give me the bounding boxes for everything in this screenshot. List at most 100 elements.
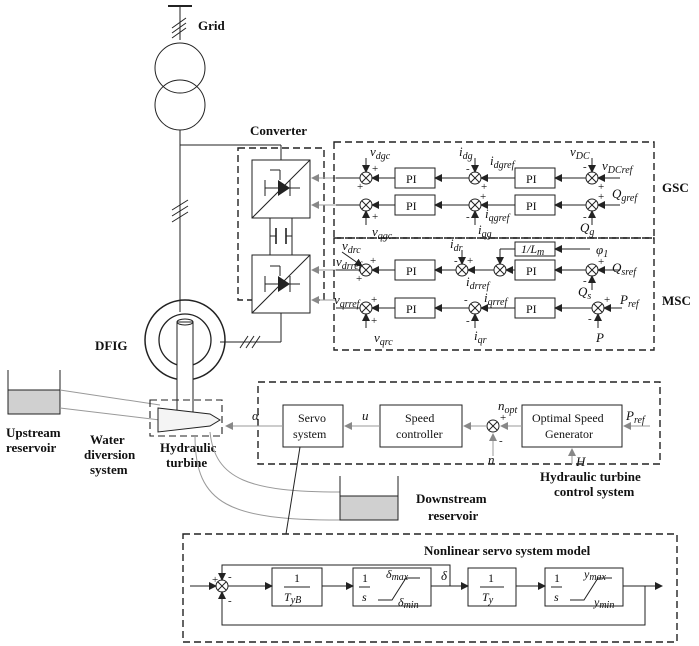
- svg-text:ymax: ymax: [583, 567, 607, 583]
- svg-text:1: 1: [554, 571, 560, 585]
- dc-capacitor-icon: [270, 228, 292, 244]
- svg-text:Ty: Ty: [482, 590, 494, 606]
- water-diversion-2: diversion: [84, 447, 136, 462]
- svg-text:H: H: [575, 454, 586, 469]
- svg-text:-: -: [464, 294, 468, 306]
- svg-text:iqg: iqg: [478, 222, 492, 240]
- water-diversion-3: system: [90, 462, 128, 477]
- svg-text:-: -: [228, 571, 232, 583]
- svg-text:+: +: [372, 163, 378, 175]
- svg-text:Speed: Speed: [405, 411, 434, 425]
- svg-text:+: +: [598, 181, 604, 193]
- grid-label: Grid: [198, 18, 225, 33]
- svg-text:vdrc: vdrc: [342, 238, 361, 256]
- msc-pi-d1: PI: [406, 264, 417, 278]
- svg-text:+: +: [371, 315, 377, 327]
- grid-symbol: [168, 5, 192, 40]
- svg-text:vdrref: vdrref: [336, 254, 363, 272]
- downstream-label-2: reservoir: [428, 508, 479, 523]
- svg-text:α: α: [252, 408, 260, 423]
- svg-text:-: -: [499, 435, 503, 447]
- turbine-control-label-2: control system: [554, 484, 634, 499]
- svg-text:+: +: [604, 294, 610, 306]
- upstream-reservoir-icon: [7, 370, 61, 415]
- svg-text:vDCref: vDCref: [602, 158, 634, 176]
- svg-text:-: -: [466, 211, 470, 223]
- svg-text:idrref: idrref: [466, 274, 490, 292]
- upstream-label-1: Upstream: [6, 425, 61, 440]
- svg-text:Qs: Qs: [578, 284, 591, 302]
- svg-text:1: 1: [362, 571, 368, 585]
- downstream-reservoir-icon: [339, 476, 399, 521]
- msc-controller-box: [333, 237, 655, 351]
- msc-pi-d2: PI: [526, 264, 537, 278]
- transformer-symbol: [154, 42, 206, 131]
- svg-text:Pref: Pref: [625, 408, 646, 426]
- svg-text:φ1: φ1: [596, 242, 608, 260]
- svg-text:s: s: [362, 590, 367, 604]
- svg-text:iqr: iqr: [474, 328, 487, 346]
- gsc-bridge-icon: [251, 159, 311, 219]
- msc-pi-q2: PI: [526, 302, 537, 316]
- gsc-pi-q2: PI: [526, 199, 537, 213]
- dfig-machine-icon: [144, 299, 226, 426]
- svg-text:Generator: Generator: [545, 427, 593, 441]
- turbine-control-box: [257, 381, 661, 465]
- water-diversion-1: Water: [90, 432, 125, 447]
- svg-text:Qg: Qg: [580, 220, 594, 238]
- svg-text:δmax: δmax: [386, 567, 409, 583]
- svg-text:+: +: [357, 181, 363, 193]
- svg-text:δmin: δmin: [398, 595, 419, 611]
- gsc-pi-q1: PI: [406, 199, 417, 213]
- gsc-label: GSC: [662, 180, 689, 195]
- svg-text:+: +: [598, 191, 604, 203]
- svg-text:+: +: [371, 294, 377, 306]
- servo-system-block: [282, 404, 344, 448]
- svg-text:+: +: [481, 181, 487, 193]
- svg-text:-: -: [228, 595, 232, 607]
- svg-text:P: P: [595, 330, 604, 345]
- upstream-label-2: reservoir: [6, 440, 57, 455]
- svg-text:Qgref: Qgref: [612, 186, 638, 204]
- svg-text:vqrc: vqrc: [374, 330, 393, 348]
- svg-text:vqgc: vqgc: [372, 224, 393, 242]
- svg-text:+: +: [500, 412, 506, 424]
- svg-text:+: +: [212, 574, 218, 586]
- gsc-pi-d1: PI: [406, 172, 417, 186]
- svg-text:nopt: nopt: [498, 398, 518, 416]
- svg-text:controller: controller: [396, 427, 443, 441]
- svg-text:ymin: ymin: [593, 595, 614, 611]
- rotor-hashes: [239, 335, 261, 349]
- hydraulic-turbine-icon: [149, 399, 223, 437]
- bus-hashes: [171, 199, 189, 223]
- svg-text:TyB: TyB: [284, 590, 301, 606]
- svg-text:Optimal Speed: Optimal Speed: [532, 411, 604, 425]
- svg-text:+: +: [480, 191, 486, 203]
- svg-text:δ: δ: [441, 568, 448, 583]
- svg-text:iqrref: iqrref: [484, 290, 508, 308]
- svg-text:idg: idg: [459, 144, 473, 162]
- msc-pi-q1: PI: [406, 302, 417, 316]
- hydraulic-turbine-label-2: turbine: [166, 455, 207, 470]
- svg-text:-: -: [583, 275, 587, 287]
- downstream-label-1: Downstream: [416, 491, 487, 506]
- svg-text:s: s: [554, 590, 559, 604]
- svg-text:vqrref: vqrref: [334, 292, 361, 310]
- svg-text:+: +: [356, 273, 362, 285]
- svg-text:-: -: [466, 315, 470, 327]
- svg-text:1: 1: [488, 571, 494, 585]
- svg-text:Servo: Servo: [298, 411, 326, 425]
- gsc-pi-d2: PI: [526, 172, 537, 186]
- svg-text:Pref: Pref: [619, 292, 640, 310]
- converter-label: Converter: [250, 123, 307, 138]
- speed-controller-block: [379, 404, 463, 448]
- hydraulic-turbine-label-1: Hydraulic: [160, 440, 217, 455]
- svg-text:1: 1: [294, 571, 300, 585]
- svg-text:-: -: [588, 313, 592, 325]
- svg-text:idgref: idgref: [490, 153, 516, 171]
- msc-bridge-icon: [251, 254, 311, 314]
- servo-model-box: [182, 533, 678, 643]
- svg-text:vDC: vDC: [570, 144, 590, 162]
- svg-text:vdgc: vdgc: [370, 144, 391, 162]
